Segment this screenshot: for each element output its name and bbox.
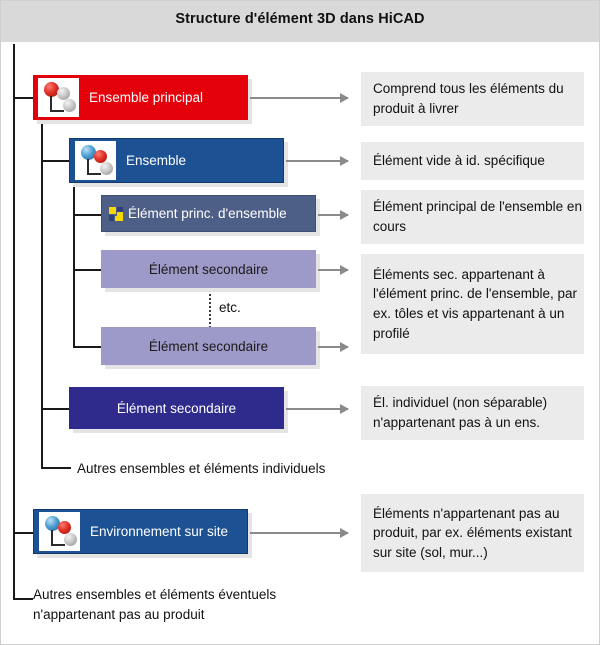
connector-to-other-assemblies	[41, 467, 71, 469]
title-banner	[1, 1, 599, 42]
assembly-spheres-blue-icon	[75, 141, 116, 180]
node-standalone-sub-part[interactable]: Élément secondaire	[69, 387, 284, 429]
arrow-to-desc-site-environment	[250, 528, 349, 538]
page-title: Structure d'élément 3D dans HiCAD	[175, 11, 425, 27]
arrow-to-desc-standalone-sub-part	[286, 404, 349, 414]
trunk-level2	[41, 114, 43, 468]
arrow-to-desc-main-assembly	[250, 93, 349, 103]
node-main-part-of-assembly-label: Élément princ. d'ensemble	[128, 206, 287, 221]
caption-other-assemblies: Autres ensembles et éléments individuels	[77, 461, 326, 476]
node-sub-part-1[interactable]: Élément secondaire	[101, 250, 316, 288]
desc-site-environment-text: Éléments n'appartenant pas au produit, p…	[373, 505, 572, 560]
node-sub-part-2-label: Élément secondaire	[148, 338, 269, 354]
assembly-spheres-red-icon	[38, 78, 79, 117]
desc-assembly: Élément vide à id. spécifique	[361, 142, 584, 180]
trunk-level1	[13, 44, 15, 600]
desc-assembly-text: Élément vide à id. spécifique	[373, 153, 545, 169]
arrow-to-desc-sub-part-2	[318, 342, 349, 352]
node-main-assembly-label: Ensemble principal	[89, 90, 204, 105]
desc-standalone-sub-part-text: Él. individuel (non séparable) n'apparte…	[373, 395, 548, 430]
node-assembly[interactable]: Ensemble	[69, 138, 284, 183]
part-yellow-blue-icon	[109, 206, 124, 221]
node-main-assembly[interactable]: Ensemble principal	[33, 75, 248, 120]
connector-to-main-assembly	[13, 97, 33, 99]
arrow-to-desc-assembly	[286, 156, 349, 166]
desc-sub-parts: Éléments sec. appartenant à l'élément pr…	[361, 254, 584, 354]
node-sub-part-2[interactable]: Élément secondaire	[101, 327, 316, 365]
arrow-to-desc-sub-part-1	[318, 265, 349, 275]
arrow-to-desc-main-part	[318, 210, 349, 220]
desc-main-assembly: Comprend tous les éléments du produit à …	[361, 72, 584, 126]
connector-to-site-environment	[13, 532, 33, 534]
assembly-spheres-blue-icon	[39, 512, 80, 551]
trunk-level3	[73, 178, 75, 348]
desc-main-part: Élément principal de l'ensemble en cours	[361, 190, 584, 244]
connector-to-sub-part-1	[73, 269, 101, 271]
node-site-environment-label: Environnement sur site	[90, 524, 229, 539]
connector-to-main-part	[73, 214, 101, 216]
connector-to-standalone-sub-part	[41, 408, 69, 410]
node-main-part-of-assembly[interactable]: Élément princ. d'ensemble	[101, 195, 316, 232]
desc-standalone-sub-part: Él. individuel (non séparable) n'apparte…	[361, 386, 584, 440]
desc-main-part-text: Élément principal de l'ensemble en cours	[373, 199, 582, 234]
connector-to-assembly	[41, 160, 69, 162]
diagram-canvas: etc. Ensemble principal Ensemble	[1, 42, 599, 644]
node-standalone-sub-part-label: Élément secondaire	[116, 400, 237, 416]
caption-other-not-in-product: Autres ensembles et éléments éventuels n…	[33, 587, 277, 623]
connector-to-sub-part-2	[73, 346, 101, 348]
connector-to-other-not-in-product	[13, 598, 33, 600]
node-sub-part-1-label: Élément secondaire	[148, 261, 269, 277]
desc-sub-parts-text: Éléments sec. appartenant à l'élément pr…	[373, 266, 578, 341]
node-assembly-label: Ensemble	[126, 153, 187, 168]
desc-main-assembly-text: Comprend tous les éléments du produit à …	[373, 81, 564, 116]
etc-dotted-line	[209, 290, 211, 332]
etc-label: etc.	[219, 300, 241, 315]
desc-site-environment: Éléments n'appartenant pas au produit, p…	[361, 494, 584, 572]
node-site-environment[interactable]: Environnement sur site	[33, 509, 248, 554]
